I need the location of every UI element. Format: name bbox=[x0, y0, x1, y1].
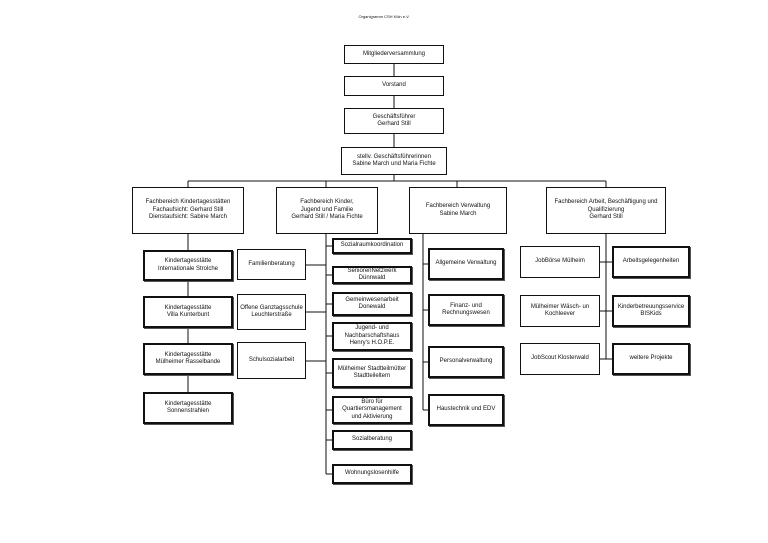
node-kita-muelheimer-rasselbande: Kindertagesstätte Mülheimer Rasselbande bbox=[143, 343, 233, 375]
node-fb-arbeit-beschaeftigung: Fachbereich Arbeit, Beschäftigung und Qu… bbox=[546, 187, 666, 234]
node-personalverwaltung: Personalverwaltung bbox=[428, 346, 504, 378]
node-geschaeftsfuehrer: Geschäftsführer Gerhard Still bbox=[344, 108, 444, 134]
node-quartiersmanagement: Büro für Quartiersmanagement und Aktivie… bbox=[332, 396, 412, 424]
node-kinderbetreuungsservice: Kinderbetreuungsservice BISKids bbox=[612, 295, 690, 327]
node-schulsozialarbeit: Schulsozialarbeit bbox=[237, 342, 306, 379]
node-fb-kinder-jugend-familie: Fachbereich Kinder, Jugend und Familie G… bbox=[276, 187, 378, 234]
node-finanz-rechnungswesen: Finanz- und Rechnungswesen bbox=[428, 294, 504, 326]
node-stadtteilmuetter: Mülheimer Stadtteilmütter Stadtteilelter… bbox=[332, 358, 412, 388]
node-kita-villa-kunterbunt: Kindertagesstätte Villa Kunterbunt bbox=[143, 296, 233, 328]
node-vorstand: Vorstand bbox=[344, 76, 444, 96]
document-title: Organigramm CSH Köln e.V. bbox=[358, 14, 410, 19]
node-sozialraumkoordination: Sozialraumkoordination bbox=[332, 238, 412, 254]
node-sozialberatung: Sozialberatung bbox=[332, 430, 412, 450]
node-familienberatung: Familienberatung bbox=[237, 249, 306, 280]
node-muelheimer-waesch-kochleever: Mülheimer Wäsch- un Kochleever bbox=[520, 295, 600, 327]
node-allgemeine-verwaltung: Allgemeine Verwaltung bbox=[428, 248, 504, 280]
node-mitgliederversammlung: Mitgliederversammlung bbox=[344, 45, 444, 64]
node-offene-ganztagsschule: Offene Ganztagsschule Leuchterstraße bbox=[237, 294, 306, 330]
node-wohnungslosenhilfe: Wohnungslosenhilfe bbox=[332, 464, 412, 484]
node-seniorennetzwerk: SeniorenNetzwerk Dünnwald bbox=[332, 266, 412, 284]
node-kita-sonnenstrahlen: Kindertagesstätte Sonnenstrahlen bbox=[143, 392, 233, 424]
node-jobboerse-muelheim: JobBörse Mülheim bbox=[520, 246, 600, 278]
node-stellv-geschaeftsfuehrerinnen: stellv. Geschäftsführerinnen Sabine Marc… bbox=[341, 147, 447, 175]
node-kita-internationale-strolche: Kindertagesstätte Internationale Strolch… bbox=[143, 250, 233, 281]
node-fb-kindertagesstaetten: Fachbereich Kindertagesstätten Fachaufsi… bbox=[132, 187, 244, 234]
node-fb-verwaltung: Fachbereich Verwaltung Sabine March bbox=[409, 187, 507, 234]
node-jobscout-klosterwald: JobScout Klosterwald bbox=[520, 343, 600, 375]
node-jugend-nachbarschaftshaus: Jugend- und Nachbarschaftshaus Henry's H… bbox=[332, 322, 412, 351]
node-weitere-projekte: weitere Projekte bbox=[612, 343, 690, 375]
node-haustechnik-edv: Haustechnik und EDV bbox=[428, 394, 504, 426]
node-gemeinwesenarbeit: Gemeinwesenarbeit Donewald bbox=[332, 292, 412, 316]
node-arbeitsgelegenheiten: Arbeitsgelegenheiten bbox=[612, 246, 690, 278]
